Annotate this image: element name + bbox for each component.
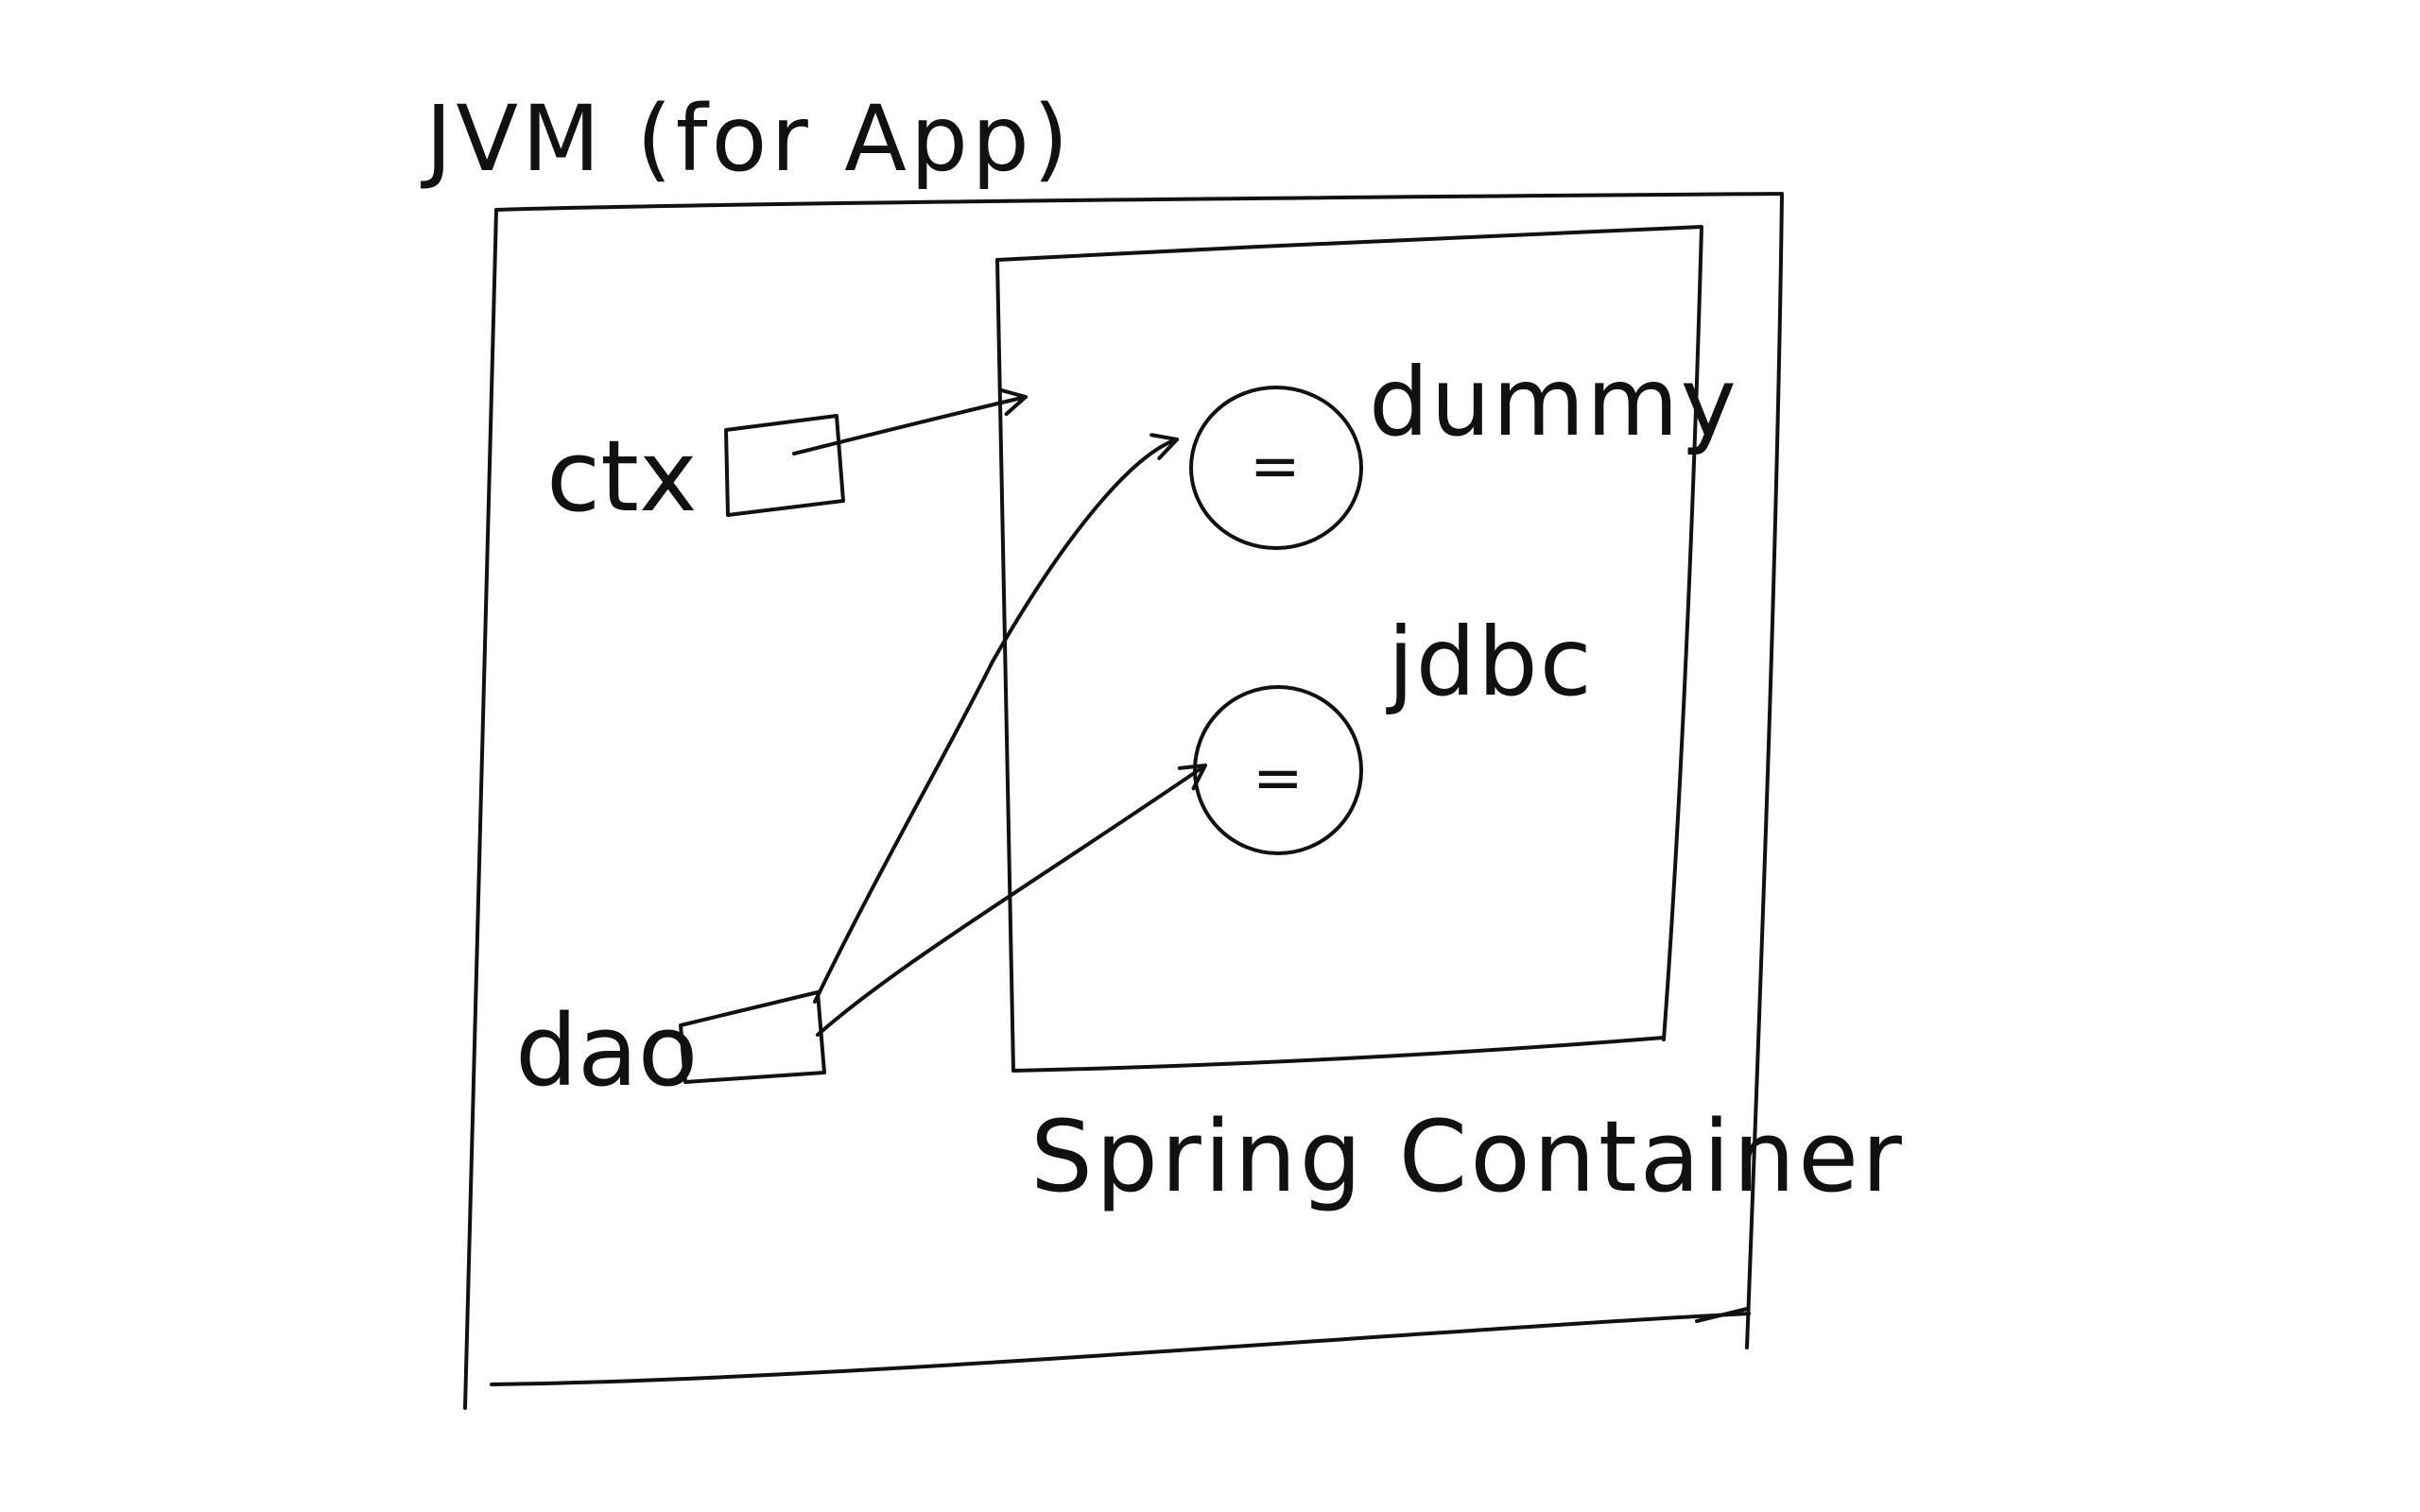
ctx-variable-label: ctx xyxy=(546,419,698,534)
jvm-box-corner-mark xyxy=(1695,1307,1749,1323)
dao-reference-box xyxy=(679,990,826,1084)
dummy-bean-label: dummy xyxy=(1369,347,1738,457)
spring-container-box xyxy=(995,225,1703,1073)
dao-to-jdbc-arrow xyxy=(816,764,1207,1037)
jvm-label: JVM (for App) xyxy=(421,86,1072,192)
dao-to-dummy-arrow xyxy=(813,433,1179,1004)
ctx-reference-arrow xyxy=(792,387,1028,455)
jdbc-bean-equals-symbol: = xyxy=(1253,744,1304,814)
jdbc-bean-circle xyxy=(1193,685,1363,855)
jdbc-bean-label: jdbc xyxy=(1386,607,1594,717)
dummy-bean-circle xyxy=(1189,386,1363,550)
ctx-reference-box xyxy=(724,414,845,517)
spring-container-label: Spring Container xyxy=(1030,1099,1905,1214)
dao-variable-label: dao xyxy=(515,993,698,1108)
jvm-box xyxy=(463,192,1784,1410)
dummy-bean-equals-symbol: = xyxy=(1250,432,1301,502)
